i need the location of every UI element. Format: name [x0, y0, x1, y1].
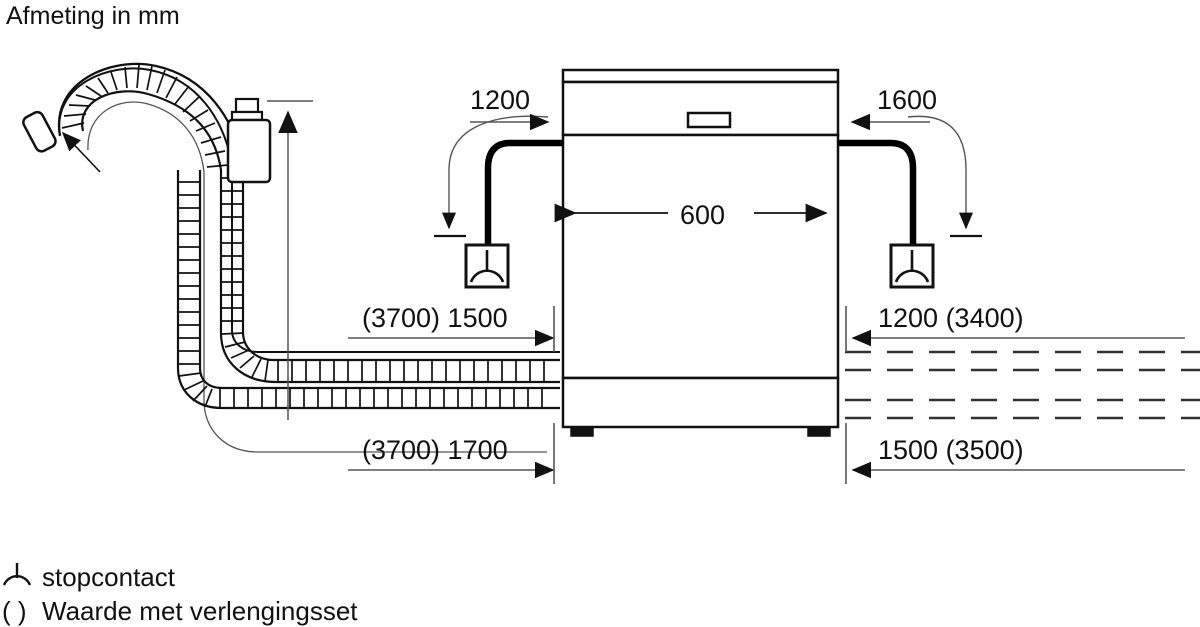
leader-left-top: [442, 115, 549, 230]
socket-right-arc: [894, 269, 930, 283]
legend-socket-icon: [2, 563, 32, 586]
leader-right-top: [907, 115, 973, 230]
socket-right: [889, 243, 935, 289]
legend-socket-arc: [2, 575, 32, 586]
dishwasher-body: [561, 68, 840, 437]
legend-parentheses: ( ): [2, 596, 27, 626]
legend-label-extension: Waarde met verlengingsset: [42, 596, 358, 626]
width-dimension: 600: [554, 199, 828, 230]
dimension-mid-left: (3700) 1500: [362, 303, 508, 333]
door: [561, 133, 840, 380]
foot-right: [807, 426, 831, 437]
foot-left: [570, 426, 594, 437]
dimension-bottom-left-group: (3700) 1700: [348, 423, 555, 484]
corrugated-drain-hose: [176, 170, 560, 410]
base-plinth: [561, 376, 840, 429]
dimension-mid-right: 1200 (3400): [878, 303, 1024, 333]
dimension-top-right: 1600: [877, 85, 937, 115]
power-cable-right: [838, 139, 917, 245]
inlet-hose-ribs: [57, 62, 560, 384]
dashed-hose-routes: [845, 350, 1200, 420]
dimension-bottom-right: 1500 (3500): [878, 435, 1024, 465]
valve-nut: [234, 97, 260, 114]
rotation-arrow: [61, 131, 101, 173]
dimension-mid-right-group: 1200 (3400): [845, 303, 1185, 352]
legend-label-socket: stopcontact: [42, 562, 176, 592]
page-title: Afmeting in mm: [6, 2, 180, 30]
dimension-mid-left-group: (3700) 1500: [348, 303, 555, 352]
aquastop-valve: [226, 97, 272, 184]
power-cable-left: [484, 139, 563, 245]
dimension-top-left: 1200: [470, 85, 530, 115]
hose-end-cap: [22, 110, 57, 153]
legend: stopcontact ( ) Waarde met verlengingsse…: [2, 562, 358, 626]
socket-left-arc: [469, 269, 505, 283]
dimension-bottom-left: (3700) 1700: [362, 435, 508, 465]
display-window: [686, 111, 732, 129]
top-trim: [561, 68, 840, 84]
socket-left: [464, 243, 510, 289]
valve-body: [226, 118, 272, 184]
hose-guide-line: [87, 101, 547, 453]
dimension-bottom-right-group: 1500 (3500): [845, 423, 1185, 484]
width-label-bg: [668, 199, 754, 227]
dimension-width: 600: [680, 200, 725, 230]
